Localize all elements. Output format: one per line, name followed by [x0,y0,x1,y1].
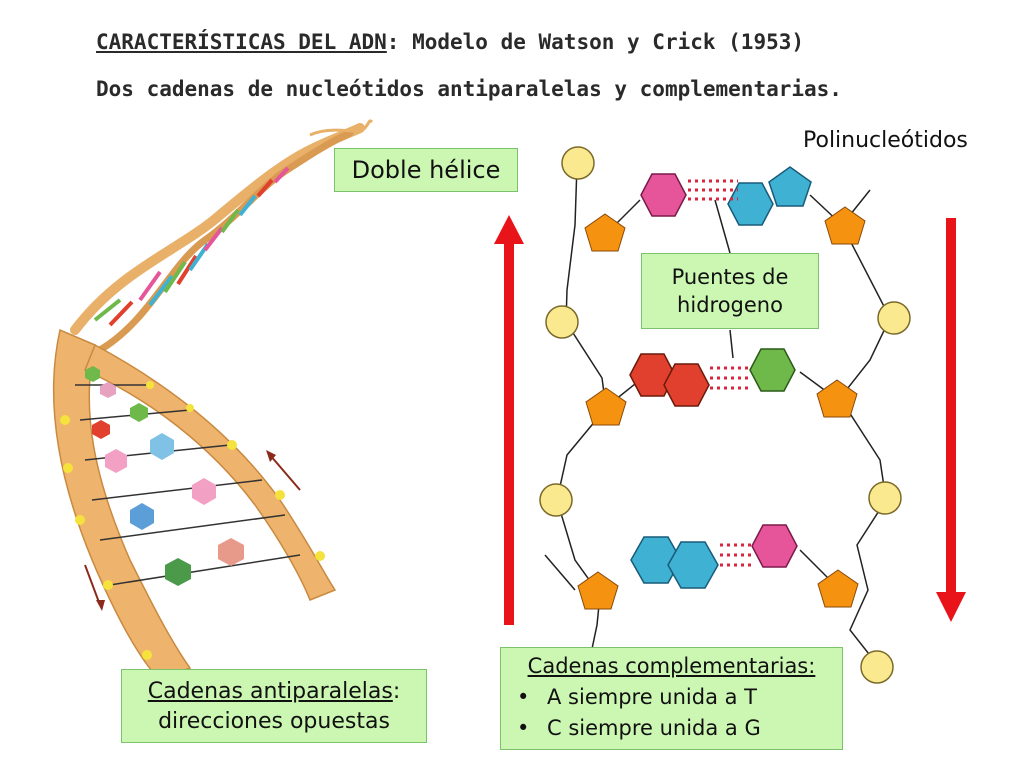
bullet-dot-icon: • [517,716,530,740]
label-cadenas-complementarias: Cadenas complementarias: • A siempre unid… [500,647,843,750]
antiparalelas-heading: Cadenas antiparalelas: [122,677,426,707]
antiparallel-arrows [494,215,966,625]
bullet-text-2: C siempre unida a G [547,716,761,740]
antiparalelas-head-text: Cadenas antiparalelas [147,679,393,704]
puentes-line-1: Puentes de [671,265,789,289]
label-puentes-hidrogeno: Puentes de hidrogeno [641,253,819,329]
complementarias-heading: Cadenas complementarias: [501,651,842,682]
complementarias-head-text: Cadenas complementarias [527,654,809,678]
page-subtitle: Dos cadenas de nucleótidos antiparalelas… [96,77,842,101]
bullet-item-2: • C siempre unida a G [511,713,842,744]
up-arrow [504,240,514,625]
down-arrow-head [936,592,966,622]
down-arrow [946,218,956,593]
bullet-text-1: A siempre unida a T [547,685,757,709]
title-keyword: CARACTERÍSTICAS DEL ADN [96,30,387,54]
puentes-line-2: hidrogeno [677,293,783,317]
page-title: CARACTERÍSTICAS DEL ADN: Modelo de Watso… [96,30,804,54]
polynucleotide-ladder [539,146,911,684]
bullet-dot-icon: • [517,685,530,709]
double-helix-illustration [52,119,374,681]
up-arrow-head [494,215,524,244]
label-doble-helice: Doble hélice [334,148,518,192]
label-cadenas-antiparalelas: Cadenas antiparalelas: direcciones opues… [121,669,427,743]
bullet-item-1: • A siempre unida a T [511,682,842,713]
antiparalelas-colon: : [392,679,401,704]
complementarias-colon: : [808,654,816,678]
antiparalelas-body: direcciones opuestas [158,709,390,734]
label-polinucleotidos: Polinucleótidos [803,128,968,153]
title-rest: : Modelo de Watson y Crick (1953) [386,30,805,54]
